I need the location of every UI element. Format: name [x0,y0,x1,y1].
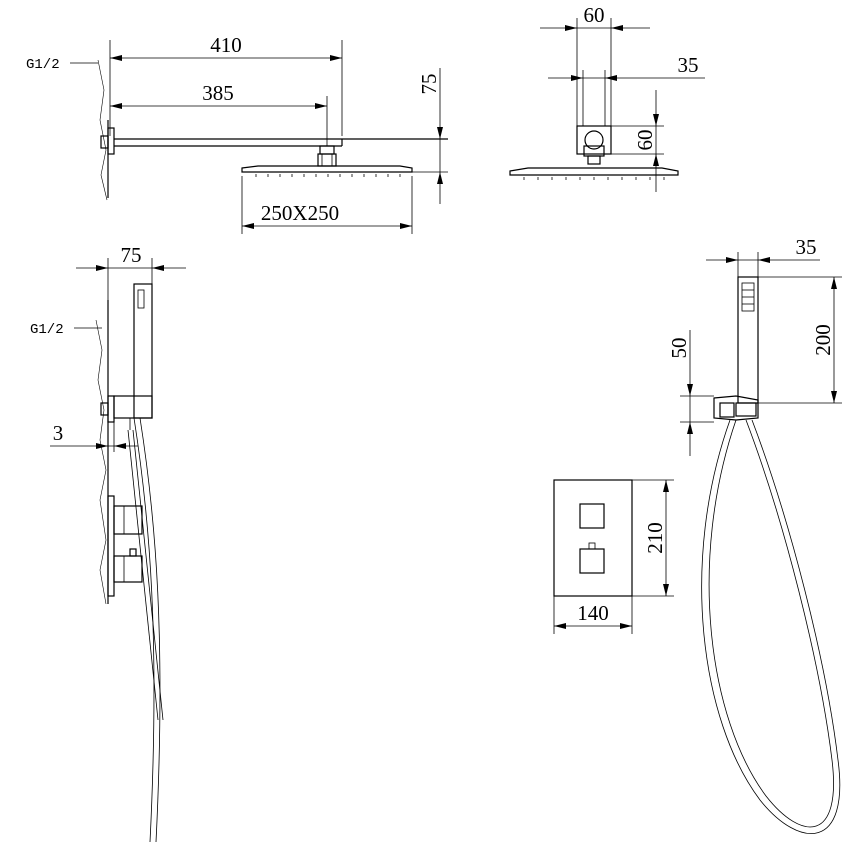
dim-connector-height: 60 [633,130,657,151]
dim-bracket-height: 50 [667,338,691,359]
dim-arm-height: 75 [417,74,441,95]
dim-connector-width: 60 [584,3,605,27]
nozzle-row [255,174,401,177]
dim-valve-height: 210 [643,522,667,554]
dim-handset-length: 200 [811,324,835,356]
shower-arm-side-view: G1/2 410 385 75 250X250 [26,33,448,234]
valve-front-view: 210 140 [553,479,674,634]
dim-arm-length: 410 [210,33,242,57]
nozzle-row-end [523,177,665,180]
dim-shower-head-size: 250X250 [261,201,339,225]
handset-front-view: 35 200 50 [667,235,842,834]
holder-side-view: G1/2 75 3 [30,243,186,843]
dim-holder-depth: 75 [121,243,142,267]
dim-wall-thickness: 3 [53,421,64,445]
dim-arm-reach: 385 [202,81,234,105]
dim-handset-width: 35 [796,235,817,259]
side-thread-label: G1/2 [30,322,64,338]
dim-connector-offset: 35 [678,53,699,77]
arm-connector-end-view: 60 35 60 [509,3,705,192]
arm-thread-label: G1/2 [26,57,60,73]
dim-valve-width: 140 [577,601,609,625]
